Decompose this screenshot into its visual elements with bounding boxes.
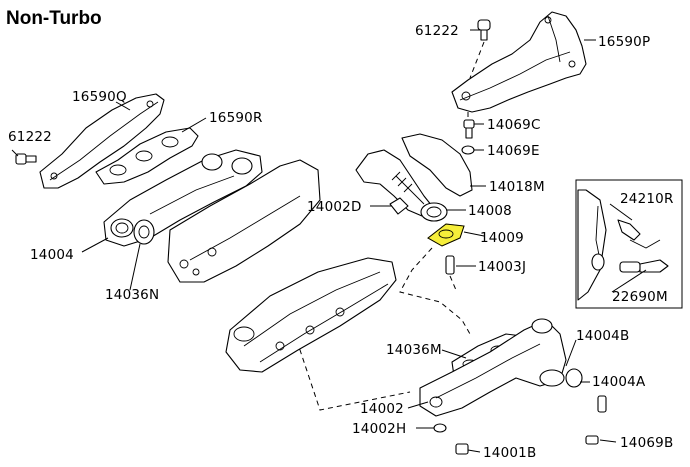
gasket-14036n [133, 219, 155, 245]
heat-shield-14018m [401, 133, 473, 197]
nut-14001b [455, 443, 469, 455]
leader-lines [11, 29, 647, 453]
stud-14003j [445, 255, 455, 275]
label-14008: 14008 [468, 203, 512, 219]
label-14004-left: 14004 [30, 247, 74, 263]
label-14036m: 14036M [386, 342, 442, 358]
label-14069e: 14069E [487, 143, 540, 159]
label-14002h: 14002H [352, 421, 406, 437]
bolt-61222-left [15, 153, 37, 165]
exhaust-manifold-right-14002 [419, 318, 567, 417]
label-61222-top: 61222 [415, 23, 459, 39]
label-14004a: 14004A [592, 374, 646, 390]
label-24210r: 24210R [620, 191, 674, 207]
label-14004b: 14004B [576, 328, 629, 344]
stud-14069c [463, 119, 475, 139]
inset-box-oxygen-sensor [575, 179, 683, 309]
label-14036n: 14036N [105, 287, 159, 303]
diagram-title: Non-Turbo [6, 8, 102, 29]
label-14069c: 14069C [487, 117, 541, 133]
label-16590p: 16590P [598, 34, 650, 50]
bolt-14069b [585, 395, 607, 445]
label-14002d: 14002D [307, 199, 362, 215]
label-14018m: 14018M [489, 179, 545, 195]
label-16590r: 16590R [209, 110, 263, 126]
label-61222-left: 61222 [8, 129, 52, 145]
gasket-14008 [420, 202, 448, 222]
label-14069b: 14069B [620, 435, 673, 451]
bolt-61222-top [477, 19, 491, 41]
heat-shield-16590q [39, 93, 165, 189]
label-14001b: 14001B [483, 445, 536, 461]
gasket-16590r [95, 127, 199, 185]
nut-14069e [461, 145, 475, 155]
label-14003j: 14003J [478, 259, 526, 275]
part-labels: 61222 16590P 16590Q 61222 16590R 14069C … [8, 23, 674, 461]
label-14009: 14009 [480, 230, 524, 246]
label-14002: 14002 [360, 401, 404, 417]
gasket-14009-highlighted[interactable] [427, 223, 465, 247]
label-22690m: 22690M [612, 289, 668, 305]
bracket-14002d [389, 197, 409, 215]
label-16590q: 16590Q [72, 89, 127, 105]
gasket-14004b [565, 368, 583, 388]
engine-block-left [167, 159, 321, 283]
heat-shield-16590p [451, 11, 587, 113]
clip-14002h [433, 423, 447, 433]
rocker-cover [225, 257, 397, 373]
